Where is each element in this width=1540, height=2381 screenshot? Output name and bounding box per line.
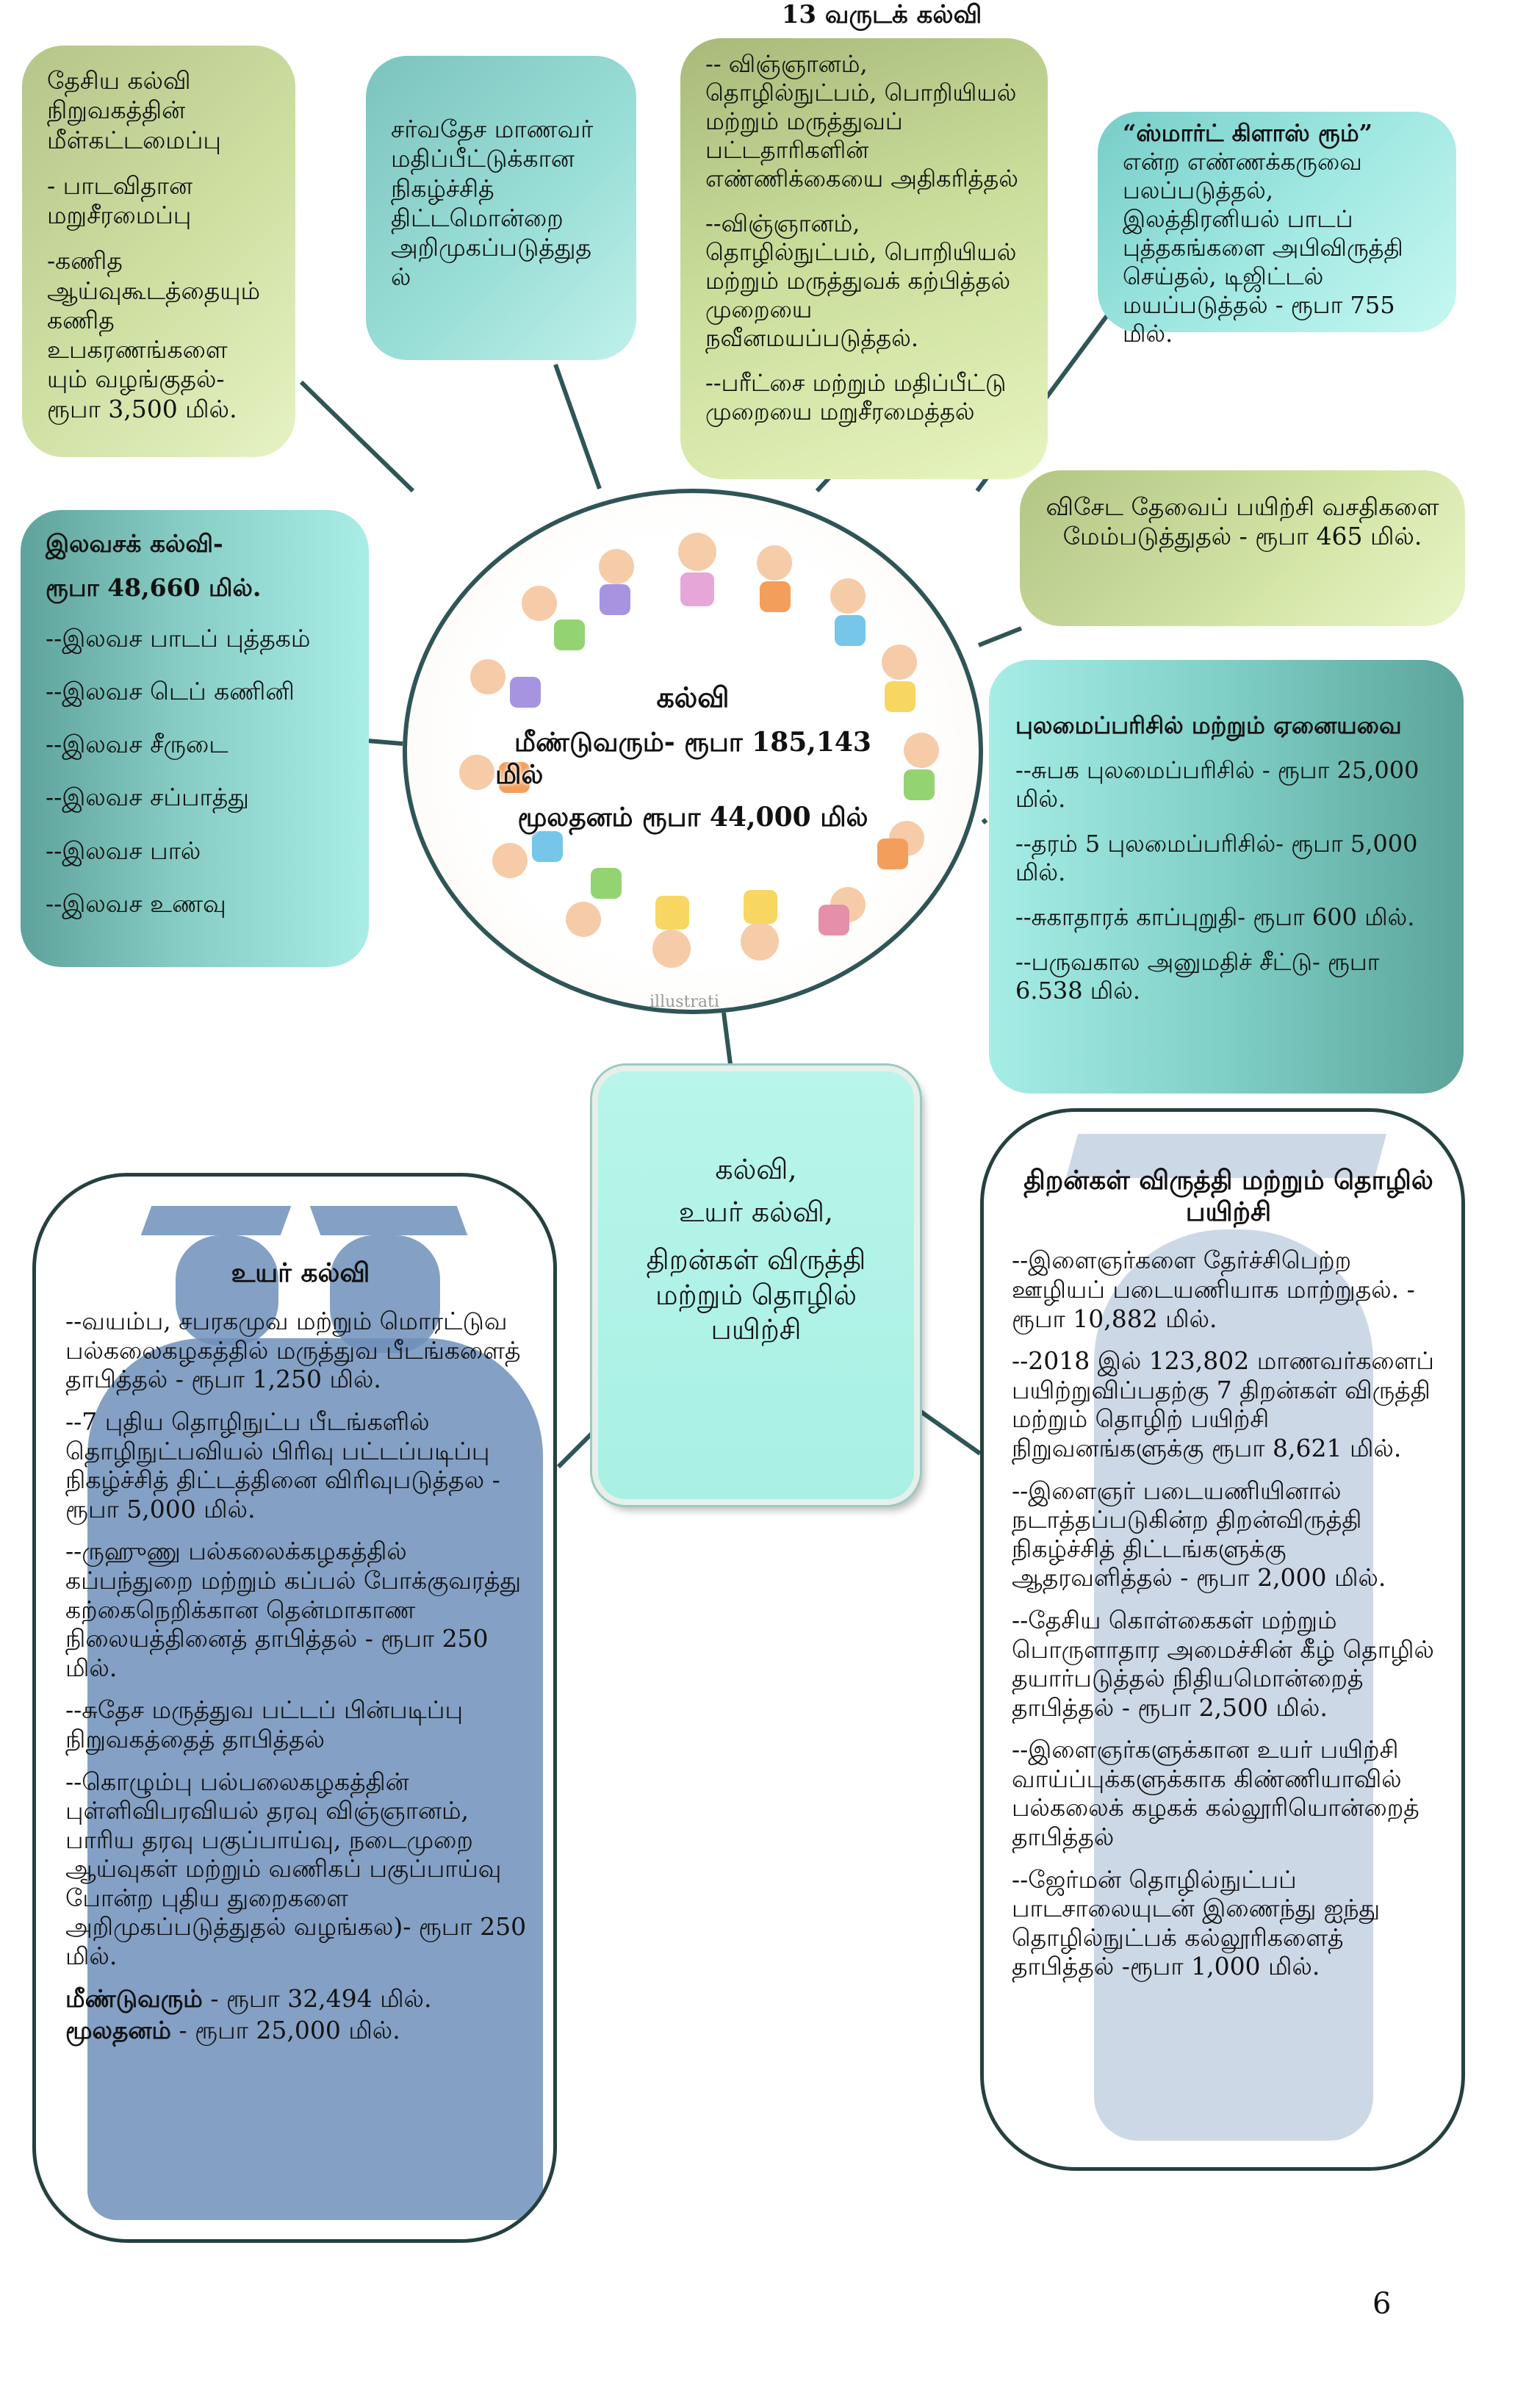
- higher-education-item: --வயம்ப, சபரகமுவ மற்றும் மொரட்டுவ பல்கலை…: [65, 1307, 521, 1394]
- box-smart-classroom-title: “ஸ்மார்ட் கிளாஸ் ரூம்”: [1123, 119, 1373, 147]
- skills-item: --இளைஞர்களை தேர்ச்சிபெற்ற ஊழியப் படையணிய…: [1012, 1246, 1415, 1333]
- higher-education-title: உயர் கல்வி: [231, 1257, 370, 1288]
- box-special-needs: விசேட தேவைப் பயிற்சி வசதிகளை மேம்படுத்து…: [1020, 470, 1465, 626]
- illustration-credit: illustrati: [650, 993, 719, 1011]
- box-curriculum-p3: -கணித ஆய்வுகூடத்தையும் கணித உபகரணங்களை ய…: [47, 246, 261, 423]
- scholarship-item: --தரம் 5 புலமைப்பரிசில்- ரூபா 5,000 மில்…: [1015, 830, 1418, 887]
- graduate-cap-icon: [309, 1206, 468, 1235]
- connector-top-mid: [553, 363, 602, 490]
- box-stem-p2: --விஞ்ஞானம், தொழில்நுட்பம், பொறியியல் மற…: [705, 209, 1017, 353]
- connector-top-left: [299, 380, 415, 493]
- free-education-item: --இலவச டெப் கணினி: [46, 676, 295, 705]
- hub-line-education: கல்வி,: [715, 1153, 797, 1185]
- box-assessment-p1: சர்வதேச மாணவர் மதிப்பீட்டுக்கான நிகழ்ச்ச…: [391, 115, 594, 292]
- skills-item: --இளைஞர்களுக்கான உயர் பயிற்சி வாய்ப்புக்…: [1012, 1735, 1420, 1852]
- free-education-item: --இலவச உணவு: [46, 888, 226, 918]
- hub-line-higher-education: உயர் கல்வி,: [678, 1195, 834, 1228]
- page-number: 6: [1372, 2287, 1392, 2321]
- scholarship-item: --சுகாதாரக் காப்புறுதி- ரூபா 600 மில்.: [1015, 903, 1415, 932]
- box-free-education: இலவசக் கல்வி- ரூபா 48,660 மில். --இலவச ப…: [21, 510, 369, 967]
- higher-education-item: --ருஹுணு பல்கலைக்கழகத்தில் கப்பந்துறை மற…: [65, 1537, 522, 1682]
- higher-education-panel: உயர் கல்வி --வயம்ப, சபரகமுவ மற்றும் மொரட…: [32, 1173, 557, 2243]
- scholarship-item: --பருவகால அனுமதிச் சீட்டு- ரூபா 6.538 மி…: [1015, 948, 1380, 1005]
- box-smart-classroom: “ஸ்மார்ட் கிளாஸ் ரூம்” என்ற எண்ணக்கருவை …: [1098, 112, 1456, 348]
- hub-box: கல்வி, உயர் கல்வி, திறன்கள் விருத்தி மற்…: [592, 1066, 920, 1505]
- skills-item: --ஜேர்மன் தொழில்நுட்பப் பாடசாலையுடன் இணை…: [1012, 1864, 1381, 1981]
- graduate-head-icon: [176, 1235, 278, 1346]
- free-education-item: --இலவச சப்பாத்து: [46, 783, 249, 812]
- box-stem-p3: --பரீட்சை மற்றும் மதிப்பீட்டு முறையை மறு…: [705, 369, 1007, 426]
- capital-label: மூலதனம்: [65, 2016, 171, 2045]
- free-education-title: இலவசக் கல்வி-: [46, 529, 223, 558]
- box-smart-classroom-p1: என்ற எண்ணக்கருவை பலப்படுத்தல், இலத்திரனி…: [1123, 148, 1403, 348]
- center-title: கல்வி: [656, 680, 730, 714]
- box-stem: -- விஞ்ஞானம், தொழில்நுட்பம், பொறியியல் ம…: [680, 38, 1048, 479]
- skills-item: --தேசிய கொள்கைகள் மற்றும் பொருளாதார அமைச…: [1012, 1605, 1434, 1722]
- recurrent-label: மீண்டுவரும்: [65, 1983, 203, 2013]
- higher-education-item: --7 புதிய தொழிநுட்ப பீடங்களில் தொழிநுட்ப…: [65, 1407, 500, 1523]
- scholarship-title: புலமைப்பரிசில் மற்றும் ஏனையவை: [1015, 711, 1402, 739]
- graduates-silhouette-icon: [87, 1338, 543, 2220]
- connector-hub: [722, 1012, 733, 1065]
- box-assessment: சர்வதேச மாணவர் மதிப்பீட்டுக்கான நிகழ்ச்ச…: [366, 56, 636, 360]
- connector-special: [977, 626, 1023, 647]
- box-stem-p1: -- விஞ்ஞானம், தொழில்நுட்பம், பொறியியல் ம…: [705, 50, 1018, 193]
- skills-item: --இளைஞர் படையணியினால் நடாத்தப்படுகின்ற த…: [1012, 1476, 1386, 1592]
- connector-scholarship: [981, 818, 988, 825]
- graduate-cap-icon: [140, 1206, 292, 1235]
- free-education-item: --இலவச சீருடை: [46, 730, 229, 758]
- hub-line-skills: திறன்கள் விருத்தி மற்றும் தொழில் பயிற்சி: [646, 1243, 866, 1346]
- connector-free-edu: [367, 739, 403, 746]
- center-capital: மூலதனம் ரூபா 44,000 மில்: [517, 802, 868, 833]
- higher-education-item: --சுதேச மருத்துவ பட்டப் பின்படிப்பு நிறு…: [65, 1695, 464, 1753]
- center-recurrent-unit: மில்: [495, 759, 544, 790]
- connector-skills: [918, 1409, 982, 1456]
- box-curriculum-p2: - பாடவிதான மறுசீரமைப்பு: [47, 170, 192, 229]
- skills-panel: திறன்கள் விருத்தி மற்றும் தொழில் பயிற்சி…: [980, 1108, 1465, 2171]
- capital-value: - ரூபா 25,000 மில்.: [179, 2016, 400, 2045]
- skills-item: --2018 இல் 123,802 மாணவர்களைப் பயிற்றுவி…: [1012, 1346, 1434, 1462]
- box-special-needs-p1: விசேட தேவைப் பயிற்சி வசதிகளை மேம்படுத்து…: [1046, 492, 1439, 551]
- header-title: 13 வருடக் கல்வி: [781, 0, 982, 29]
- recurrent-value: - ரூபா 32,494 மில்.: [210, 1983, 432, 2013]
- box-scholarship: புலமைப்பரிசில் மற்றும் ஏனையவை --சுபக புல…: [989, 660, 1464, 1093]
- free-education-item: --இலவச பாடப் புத்தகம்: [46, 623, 311, 653]
- scholarship-item: --சுபக புலமைப்பரிசில் - ரூபா 25,000 மில்…: [1015, 756, 1420, 814]
- higher-education-item: --கொழும்பு பல்பலைகழகத்தின் புள்ளிவிபரவிய…: [65, 1767, 527, 1971]
- box-curriculum-p1: தேசிய கல்வி நிறுவகத்தின் மீள்கட்டமைப்பு: [47, 66, 221, 154]
- free-education-item: --இலவச பால்: [46, 836, 201, 865]
- education-circle: கல்வி மீண்டுவரும்- ரூபா 185,143 மில் மூல…: [403, 489, 983, 1014]
- skills-title: திறன்கள் விருத்தி மற்றும் தொழில் பயிற்சி: [1023, 1165, 1433, 1228]
- graduate-head-icon: [330, 1235, 440, 1353]
- connector-higher-ed: [556, 1426, 599, 1469]
- free-education-amount: ரூபா 48,660 மில்.: [46, 573, 262, 603]
- children-ring-illustration: [459, 533, 939, 968]
- box-curriculum: தேசிய கல்வி நிறுவகத்தின் மீள்கட்டமைப்பு …: [22, 46, 295, 457]
- center-recurrent: மீண்டுவரும்- ரூபா 185,143: [514, 727, 871, 758]
- graduate-silhouette-icon: [1094, 1229, 1373, 2141]
